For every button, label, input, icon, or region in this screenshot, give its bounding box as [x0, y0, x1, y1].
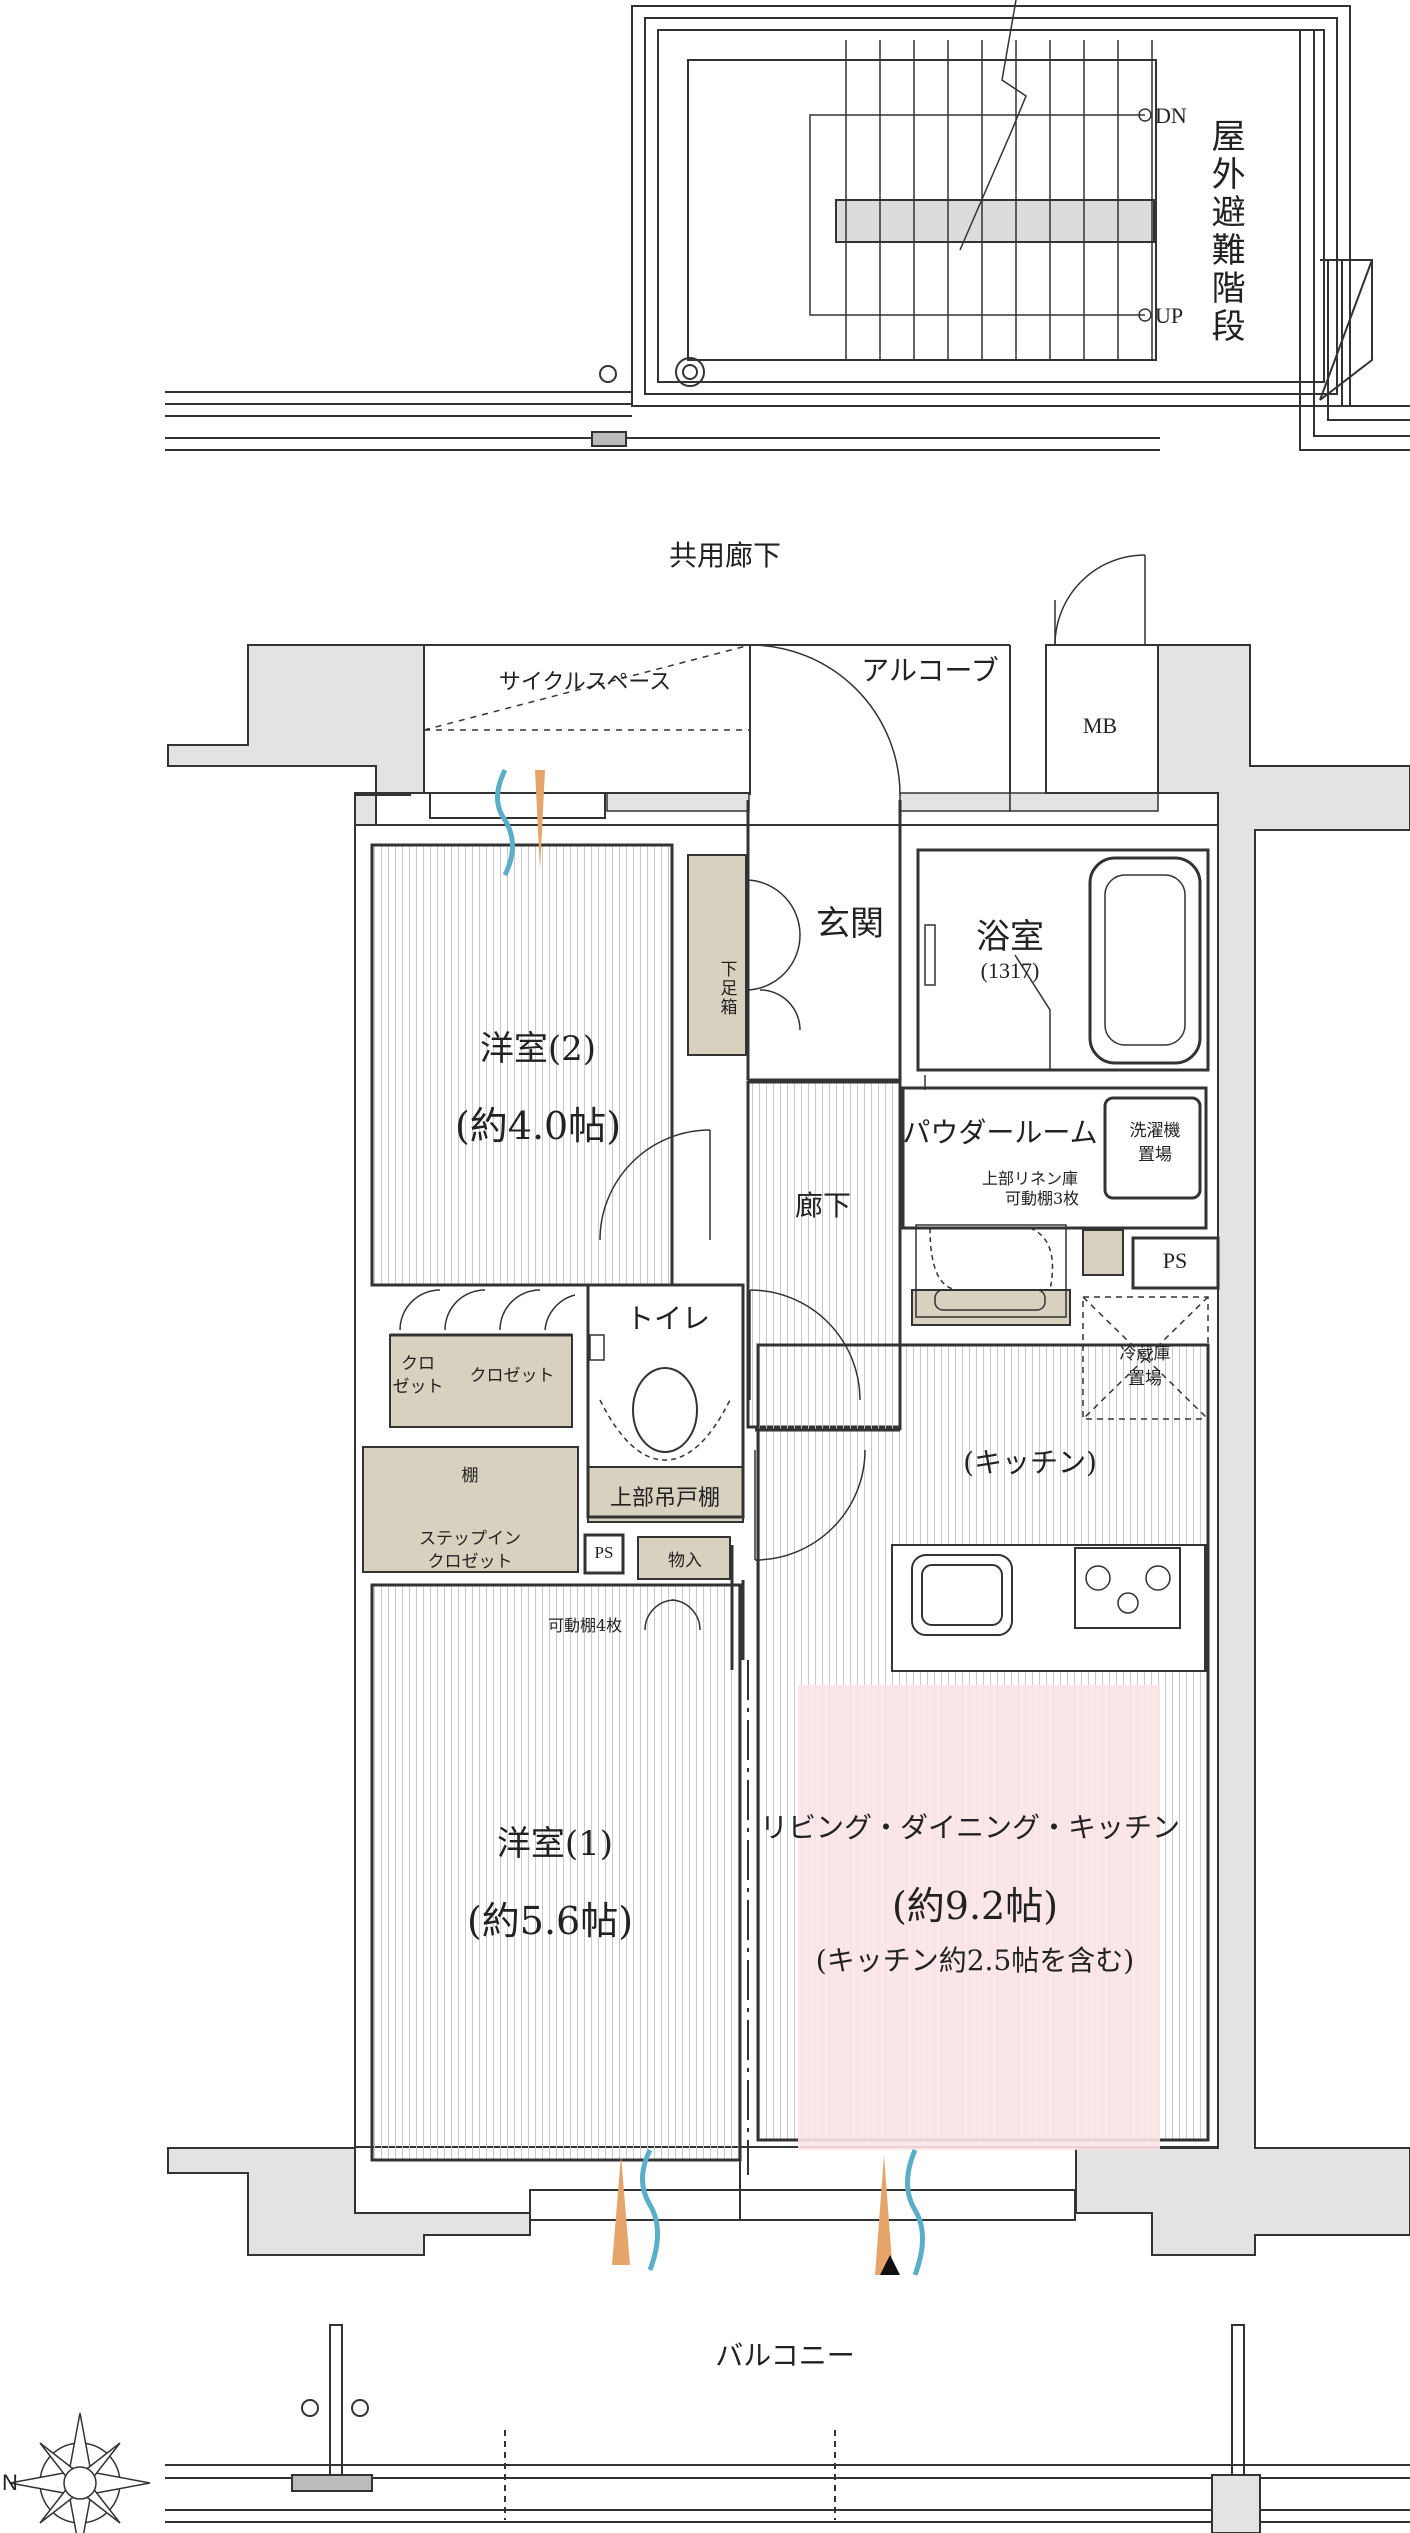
toilet-cabinet-label: 上部吊戸棚 [609, 1486, 721, 1511]
kitchen-counter [891, 1544, 1207, 1672]
hallway-label: 廊下 [794, 1189, 852, 1222]
ldk-note: (キッチン約2.5帖を含む) [815, 1944, 1135, 1977]
western-room-1-name: 洋室(1) [496, 1824, 614, 1864]
stairs-up-label: UP [1155, 303, 1184, 328]
walk-in-line1: ステップイン [419, 1529, 521, 1549]
mb-label: MB [1082, 713, 1118, 738]
stairs-down-label: DN [1155, 103, 1187, 128]
bath-size: (1317) [980, 958, 1040, 983]
toilet-label: トイレ [625, 1302, 711, 1335]
bath-fixtures [924, 924, 1051, 1070]
closet-small-line2: ゼット [392, 1377, 444, 1397]
compass-rose-icon [9, 2412, 151, 2533]
storage-label: 物入 [668, 1551, 702, 1571]
walk-in-line2: クロゼット [427, 1552, 513, 1572]
ps-label-1: PS [1162, 1248, 1188, 1273]
washer-line2: 置場 [1138, 1145, 1172, 1165]
kitchen-label: (キッチン) [963, 1446, 1097, 1479]
ldk-highlight [798, 1685, 1160, 2150]
door-swings [399, 879, 926, 1631]
stairs-title: 屋外避難階段 [1205, 118, 1246, 346]
compass-north-label: N [2, 2470, 18, 2495]
cycle-space-label: サイクルスペース [498, 670, 672, 695]
storage-blocks [362, 854, 1124, 1580]
mb-closet [1045, 554, 1159, 794]
western-room-1-size: (約5.6帖) [466, 1899, 634, 1943]
washer-line1: 洗濯機 [1129, 1121, 1181, 1141]
interior-walls [390, 800, 1220, 1670]
ldk-size: (約9.2帖) [891, 1884, 1059, 1928]
ps-label-2: PS [594, 1543, 614, 1562]
shoe-box-label: 下足箱 [716, 960, 737, 1017]
balcony-railing [165, 2324, 1410, 2533]
stair-landing-railing [165, 365, 1160, 451]
outdoor-stairs [631, 0, 1410, 451]
toilet-fixture [589, 1334, 731, 1461]
corridor-label: 共用廊下 [668, 539, 782, 572]
windows [429, 792, 1076, 2221]
powder-room-label: パウダールーム [902, 1116, 1098, 1149]
linen-note-line1: 上部リネン庫 [982, 1169, 1079, 1188]
movable-shelves-label: 可動棚4枚 [548, 1616, 623, 1635]
closet-label: クロゼット [469, 1366, 555, 1386]
fridge-line1: 冷蔵庫 [1119, 1344, 1171, 1364]
powder-sink [915, 1224, 1067, 1318]
entrance-label: 玄関 [816, 904, 884, 944]
western-room-2-name: 洋室(2) [479, 1029, 597, 1069]
linen-note-line2: 可動棚3枚 [1005, 1189, 1080, 1208]
ldk-name: リビング・ダイニング・キッチン [759, 1811, 1181, 1844]
fridge-line2: 置場 [1128, 1369, 1162, 1389]
alcove-label: アルコーブ [861, 654, 999, 687]
vent-markers [495, 768, 925, 2276]
bath-label: 浴室 [976, 917, 1044, 957]
shelf-label: 棚 [461, 1466, 479, 1486]
alcove-area [749, 644, 1011, 796]
western-room-2-size: (約4.0帖) [454, 1104, 622, 1148]
balcony-label: バルコニー [715, 2339, 855, 2372]
cycle-space [423, 644, 751, 794]
closet-small-line1: クロ [401, 1354, 435, 1374]
